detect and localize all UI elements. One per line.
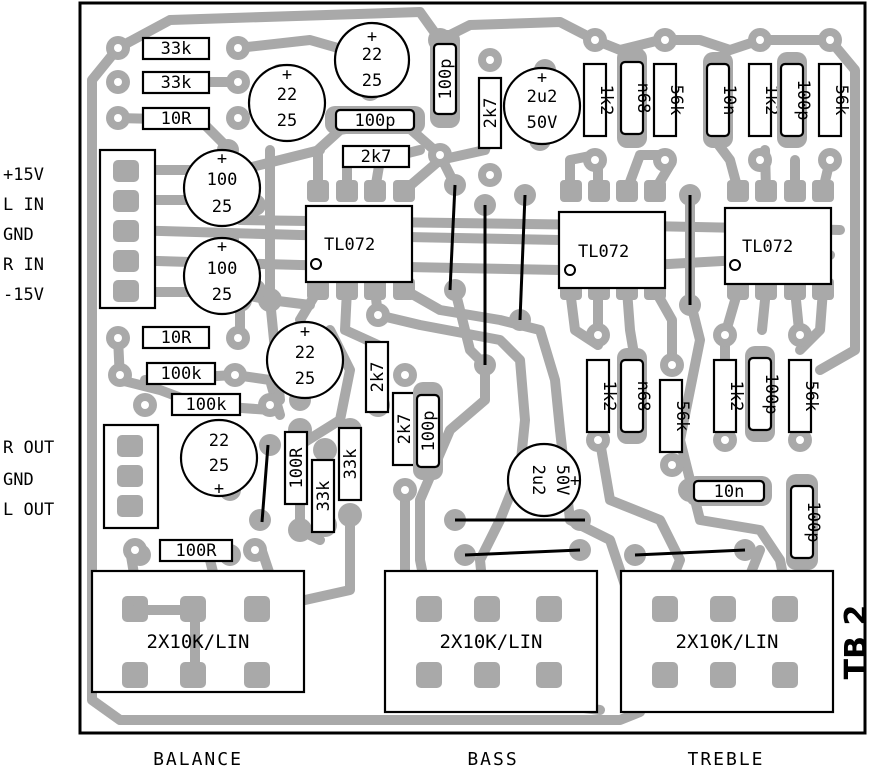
output-connector	[102, 423, 160, 530]
elco-8: 2u2 50V +	[506, 442, 582, 518]
svg-text:100: 100	[207, 170, 238, 190]
cf2-label: 100p	[355, 111, 396, 131]
r3-label: 10R	[161, 109, 192, 129]
pot-bass: 2X10K/LIN	[383, 569, 599, 714]
r4-label: 2k7	[361, 147, 392, 167]
ic-2: TL072	[557, 180, 667, 300]
electrolytic-capacitors: + 22 25 + 22 25 + 2u2 50V + 100 25 + 100…	[179, 21, 582, 518]
svg-text:25: 25	[212, 285, 232, 305]
ic-1: TL072	[304, 180, 415, 300]
svg-text:25: 25	[212, 197, 232, 217]
rv2-label: 1k2	[596, 85, 616, 116]
input-connector	[98, 148, 157, 310]
elco-4: + 100 25	[182, 148, 262, 228]
rv3-label: 56k	[666, 85, 686, 116]
svg-text:50V: 50V	[527, 113, 558, 133]
c10n-label: 10n	[714, 482, 745, 502]
r8-label: 100R	[176, 541, 218, 561]
rv13-label: 33k	[314, 481, 334, 512]
vertical-resistors: 2k7 1k2 56k 1k2 56k 2k7 2k7 1k2 56k 1k2 …	[283, 62, 851, 534]
svg-text:+: +	[300, 322, 310, 342]
horizontal-resistors: 33k 33k 10R 2k7 10R 100k 100k 100R	[141, 36, 411, 563]
pot-bass-label: 2X10K/LIN	[440, 631, 543, 653]
svg-text:25: 25	[277, 111, 297, 131]
cf4-label: 100p	[793, 80, 813, 121]
cf5-label: 100p	[761, 374, 781, 415]
rv12-label: 100R	[287, 447, 307, 489]
svg-text:2u2: 2u2	[527, 87, 558, 107]
rv11-label: 56k	[801, 381, 821, 412]
pot-balance-label: 2X10K/LIN	[147, 631, 250, 653]
ic-1-label: TL072	[324, 235, 375, 255]
rv5-label: 56k	[831, 85, 851, 116]
svg-text:25: 25	[295, 369, 315, 389]
cf9-label: 100p	[803, 502, 823, 543]
svg-text:2u2: 2u2	[528, 465, 548, 496]
board-id-label: TB 2	[839, 605, 872, 680]
r1-label: 33k	[161, 39, 192, 59]
label-gnd-out: GND	[3, 470, 34, 490]
elco-1: + 22 25	[247, 63, 327, 143]
r6-label: 100k	[161, 364, 202, 384]
cf1-label: 100p	[436, 59, 456, 100]
ic-3: TL072	[723, 180, 834, 300]
svg-text:+: +	[217, 237, 227, 257]
svg-text:+: +	[217, 149, 227, 169]
cf7-label: 10n	[719, 85, 739, 116]
svg-text:50V: 50V	[552, 465, 572, 496]
rv7-label: 2k7	[395, 414, 415, 445]
cf6-label: n68	[633, 83, 653, 114]
svg-text:25: 25	[209, 456, 229, 476]
r7-label: 100k	[186, 395, 227, 415]
control-labels: BALANCE BASS TREBLE	[153, 749, 764, 768]
svg-text:+: +	[570, 471, 580, 491]
label-r-out: R OUT	[3, 438, 54, 458]
elco-7: 22 25 +	[179, 418, 259, 499]
svg-text:+: +	[214, 479, 224, 499]
r5-label: 10R	[161, 328, 192, 348]
svg-text:+: +	[367, 27, 377, 47]
r2-label: 33k	[161, 73, 192, 93]
rv4-label: 1k2	[761, 85, 781, 116]
cf8-label: n68	[633, 381, 653, 412]
svg-text:+: +	[282, 65, 292, 85]
cf3-label: 100p	[419, 411, 439, 452]
label-bass: BASS	[467, 749, 518, 768]
io-labels: +15V L IN GND R IN -15V R OUT GND L OUT	[3, 165, 54, 520]
elco-5: + 100 25	[182, 236, 262, 316]
label-r-in: R IN	[3, 255, 44, 275]
svg-text:22: 22	[277, 85, 297, 105]
svg-text:100: 100	[207, 259, 238, 279]
pot-treble-label: 2X10K/LIN	[676, 631, 779, 653]
label-gnd-in: GND	[3, 225, 34, 245]
svg-text:22: 22	[295, 343, 315, 363]
label-balance: BALANCE	[153, 749, 243, 768]
label-l-out: L OUT	[3, 500, 54, 520]
rv8-label: 1k2	[599, 381, 619, 412]
label-minus-15v: -15V	[3, 285, 44, 305]
label-plus-15v: +15V	[3, 165, 44, 185]
wire-jumpers	[260, 184, 746, 557]
rv14-label: 33k	[341, 449, 361, 480]
label-treble: TREBLE	[687, 749, 764, 768]
rv9-label: 56k	[672, 401, 692, 432]
svg-text:25: 25	[362, 71, 382, 91]
elco-2: + 22 25	[333, 21, 411, 99]
pot-balance: 2X10K/LIN	[90, 569, 306, 694]
rv1-label: 2k7	[481, 98, 501, 129]
rv6-label: 2k7	[368, 362, 388, 393]
ic-2-label: TL072	[578, 242, 629, 262]
pot-treble: 2X10K/LIN	[619, 569, 835, 714]
svg-text:22: 22	[209, 431, 229, 451]
film-capacitors: 100p 100p 100p 100p 100p n68 10n n68 100…	[325, 30, 823, 570]
label-l-in: L IN	[3, 195, 44, 215]
svg-text:22: 22	[362, 45, 382, 65]
rv10-label: 1k2	[726, 381, 746, 412]
svg-text:+: +	[537, 68, 547, 88]
elco-3: + 2u2 50V	[502, 66, 582, 146]
elco-6: + 22 25	[265, 320, 345, 400]
ic-3-label: TL072	[742, 237, 793, 257]
